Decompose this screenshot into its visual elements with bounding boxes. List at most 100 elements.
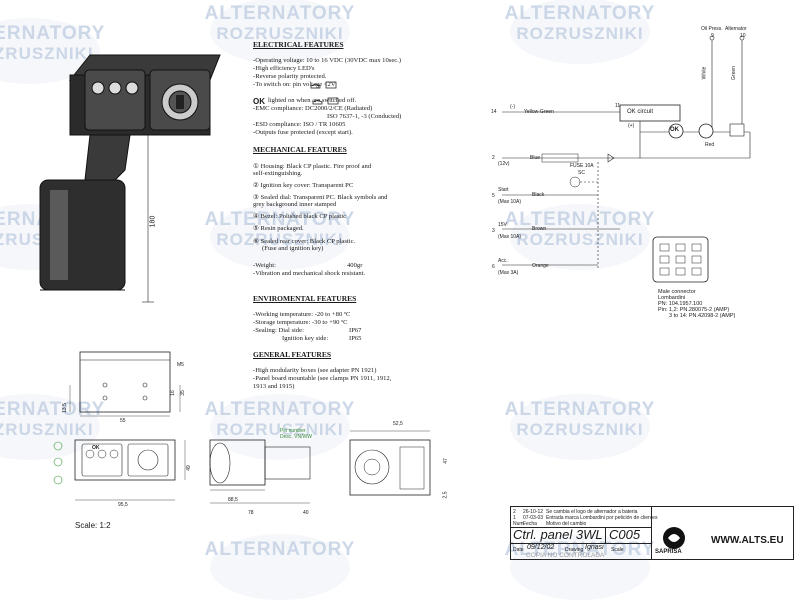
mechanical-line: ③ Sealed dial: Transparent PC. Black sym… [253,194,388,201]
dim-m5: M5 [177,362,184,368]
dim-35: 35 [179,390,186,396]
mechanical-line: ⑤ Resin packaged. [253,225,304,232]
weight-value: 400gr [347,262,363,269]
dim-55: 55 [120,418,126,424]
website: WWW.ALTS.EU [711,535,784,546]
dim-88-5: 88,5 [228,497,238,503]
connector-pin-a: Pin: 1,2: PN.280075-2 (AMP) [658,307,730,313]
mechanical-line: (Fuse and ignition key) [262,245,324,252]
dim-49: 49 [185,465,192,471]
company-name: SAPRISA [655,549,682,555]
dim-16: 16 [169,390,176,396]
wire-blue: Blue [530,155,541,161]
ok-label: OK [253,97,265,106]
wire-red: Red [705,142,715,148]
dim-52-5: 52,5 [393,421,403,427]
volt-12: (12v) [498,161,510,167]
scale-label-tb: Scale [611,547,624,553]
drawing-code: C005 [609,527,641,542]
dim-78: 78 [248,510,254,516]
male-connector-drawing [652,236,709,283]
electrical-line: -To switch on: pin voltage <2V [253,81,336,88]
wire-white: White [701,66,708,80]
pin-10: 10 [740,33,746,39]
electrical-line: -Reverse polarity protected. [253,73,327,80]
product-3d-drawing [39,54,221,303]
oil-battery-icon [312,97,339,105]
connector-pn: PN: 104.1957.100 [658,301,703,307]
general-line: -Panel board mountable (see clamps PN 19… [253,375,392,382]
start-max: (Max 10A) [498,199,522,205]
esd-line: -ESD compliance: ISO / TR 10605 [253,121,346,128]
rev-header: Num. [513,521,525,527]
mechanical-heading: MECHANICAL FEATURES [253,145,347,154]
acc-max: (Max 3A) [498,270,519,276]
date-label: Date [513,547,524,553]
working-temp: -Working temperature: -20 to +80 ºC [253,311,351,318]
dim-2-5: 2,5 [442,491,449,499]
wire-black: Black [532,192,545,198]
wire-green: Green [730,66,737,80]
general-line: -High modularity boxes (see adapter PN 1… [253,367,377,374]
sealing-dial: IP67 [349,327,362,334]
rev-date: 26-10-12 [523,509,544,515]
wire-yellow-green: Yellow-Green [524,109,554,115]
ok-circuit-label: OK circuit [627,109,654,115]
date-value: 09/12/02 [527,544,555,551]
saprisa-logo-icon [663,527,685,549]
vibration-line: -Vibration and mechanical shock resistan… [253,270,366,277]
mechanical-line: ① Housing: Black CP plastic. Fire proof … [253,163,372,170]
general-heading: GENERAL FEATURES [253,350,332,359]
copy-stamp: COPIA NO CONTROLADA [526,552,605,559]
start-label: Start [498,187,509,193]
rev-header: Motivo del cambio [546,521,587,527]
sealing-key-label: Ignition key side: [282,335,329,342]
mechanical-line: ⑥ Sealed rear cover: Black CP plastic. [253,238,356,245]
plus-label: (+) [628,123,635,129]
minus-label: (-) [510,104,515,110]
drawing-title: Ctrl. panel 3WL [513,527,603,542]
oil-battery-icon [310,81,337,89]
section-views [209,430,431,504]
acc-label: Acc. [498,258,508,264]
wire-orange: Orange [532,263,549,269]
front-side-views [53,351,186,501]
15v-pin: 3 [492,228,495,234]
connector-title: Male connector [658,289,696,295]
rev-header: Fecha [523,521,537,527]
title-block: 2 26-10-12 Se cambia el logo de alternad… [510,506,794,560]
general-line: 1913 and 1915) [253,383,295,390]
storage-temp: -Storage temperature: -30 to +90 ºC [253,319,348,326]
wire-brown: Brown [532,226,547,232]
iso-line: ISO 7637-1, -3 (Conducted) [327,113,402,120]
pin-2: 2 [492,155,495,161]
rev-reason: Entrada marca Lombardini por petición de… [546,515,658,521]
alternator-label: Alternator [725,26,747,32]
pin-14: 14 [491,109,497,115]
dim-95-5: 95,5 [118,502,128,508]
oil-press-label: Oil Press. [701,26,723,32]
electrical-line: -High efficiency LED's [253,65,315,72]
15v-max: (Max 10A) [498,234,522,240]
pin-11: 11 [615,103,621,109]
sealing-key: IP65 [349,335,362,342]
rev-reason: Se cambia el logo de alternador a bateri… [546,509,638,515]
watermark: ALTERNATORY [200,534,360,600]
mechanical-line: ② Ignition key cover: Transparent PC [253,182,354,189]
connector-pin-b: 3 to 14: PN.42098-2 (AMP) [669,313,736,319]
rev-date: 07-03-03 [523,515,544,521]
dim-13-5: 13,5 [61,403,68,413]
acc-pin: 6 [492,264,495,270]
drawn-by: Ignasi [585,544,604,551]
electrical-line: -Operating voltage: 10 to 16 VDC (30VDC … [253,57,402,64]
emc-line: -EMC compliance: DC2000/2/CE (Radiated) [253,105,373,112]
rev-num: 1 [513,515,516,521]
mechanical-line: ④ Bezel: Polished black CP plastic [253,213,347,220]
environmental-heading: ENVIROMENTAL FEATURES [253,294,357,303]
